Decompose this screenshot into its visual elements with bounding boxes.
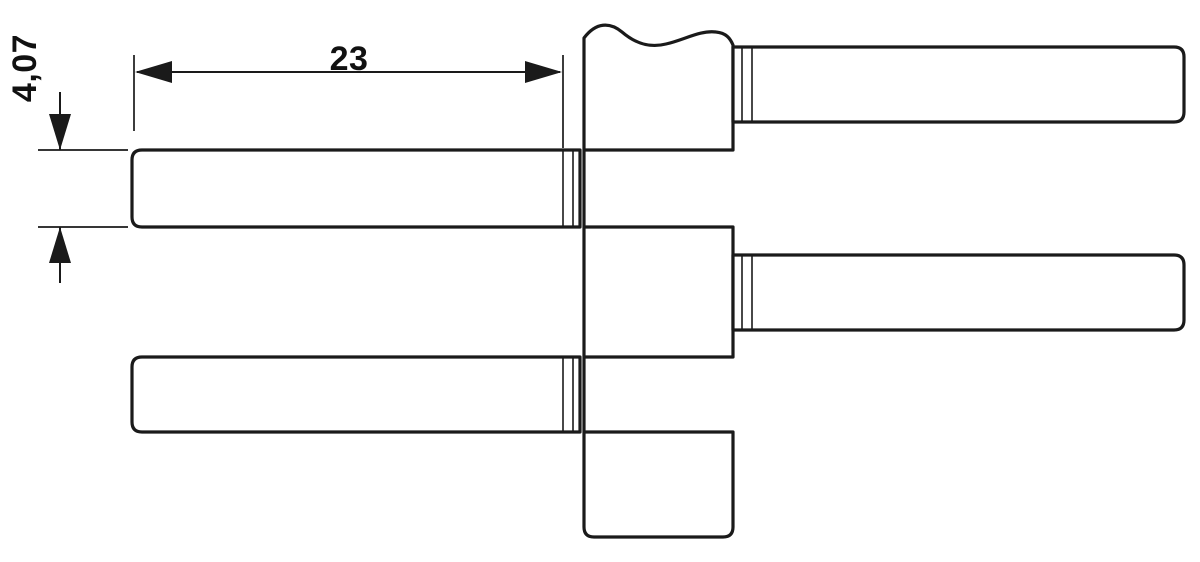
dimension-vertical-407: 4,07 (6, 34, 128, 283)
dim-407-label: 4,07 (6, 34, 44, 102)
bar-lower-left-outline (130, 355, 582, 434)
bar-lower-left (130, 355, 582, 434)
dim-407-arrow-bottom-icon (49, 227, 71, 263)
bar-upper-left-outline (130, 148, 582, 229)
dim-23-label: 23 (330, 40, 369, 78)
bar-lower-right-outline (731, 253, 1186, 332)
bar-upper-right-outline (731, 45, 1186, 124)
bar-upper-left (130, 148, 582, 229)
body-outline (582, 23, 735, 539)
dim-23-arrow-left-icon (135, 61, 172, 83)
dim-23-arrow-right-icon (525, 61, 562, 83)
dim-407-arrow-top-icon (49, 114, 71, 150)
dimension-horizontal-23: 23 (133, 40, 564, 148)
bar-lower-right (731, 253, 1186, 332)
bar-upper-right (731, 45, 1186, 124)
central-profile-body (582, 23, 735, 539)
